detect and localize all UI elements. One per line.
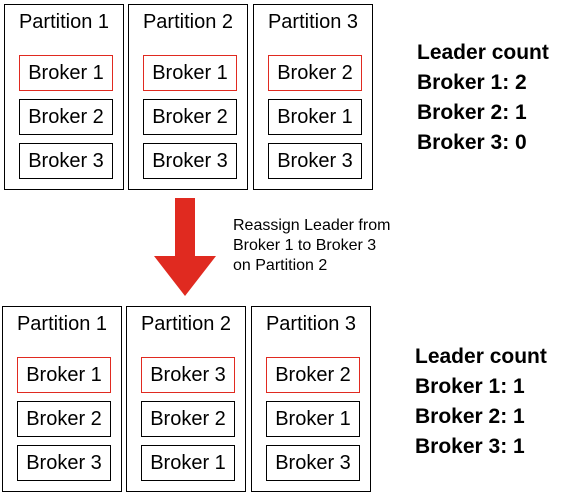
before-partition-2: Partition 2 Broker 1 Broker 2 Broker 3 [128, 4, 248, 190]
broker-box-leader: Broker 1 [19, 55, 113, 91]
partition-title: Partition 3 [265, 313, 357, 335]
broker-box: Broker 1 [266, 401, 360, 437]
broker-box-leader: Broker 2 [266, 357, 360, 393]
leader-count-line: Broker 1: 1 [415, 375, 525, 398]
after-partition-2: Partition 2 Broker 3 Broker 2 Broker 1 [126, 306, 246, 492]
broker-box-leader: Broker 2 [268, 55, 362, 91]
partition-title: Partition 3 [267, 11, 359, 33]
broker-box-leader: Broker 3 [141, 357, 235, 393]
leader-count-title: Leader count [417, 41, 549, 64]
down-arrow-shape [154, 198, 216, 296]
leader-count-line: Broker 3: 1 [415, 435, 525, 458]
partition-title: Partition 1 [16, 313, 108, 335]
leader-count-line: Broker 1: 2 [417, 71, 527, 94]
partition-title: Partition 1 [18, 11, 110, 33]
before-partition-1: Partition 1 Broker 1 Broker 2 Broker 3 [4, 4, 124, 190]
after-leader-count: Leader count Broker 1: 1 Broker 2: 1 Bro… [415, 342, 547, 462]
leader-count-line: Broker 3: 0 [417, 131, 527, 154]
leader-count-line: Broker 2: 1 [415, 405, 525, 428]
broker-box-leader: Broker 1 [143, 55, 237, 91]
broker-box: Broker 3 [266, 445, 360, 481]
broker-box: Broker 3 [268, 143, 362, 179]
reassign-note-line: Reassign Leader from [233, 217, 391, 234]
broker-box: Broker 2 [19, 99, 113, 135]
leader-count-title: Leader count [415, 345, 547, 368]
broker-box: Broker 1 [141, 445, 235, 481]
broker-box: Broker 3 [17, 445, 111, 481]
broker-box: Broker 2 [143, 99, 237, 135]
broker-box: Broker 1 [268, 99, 362, 135]
after-partition-3: Partition 3 Broker 2 Broker 1 Broker 3 [251, 306, 371, 492]
leader-count-line: Broker 2: 1 [417, 101, 527, 124]
before-leader-count: Leader count Broker 1: 2 Broker 2: 1 Bro… [417, 38, 549, 158]
before-partition-3: Partition 3 Broker 2 Broker 1 Broker 3 [253, 4, 373, 190]
broker-box-leader: Broker 1 [17, 357, 111, 393]
broker-box: Broker 3 [143, 143, 237, 179]
broker-box: Broker 3 [19, 143, 113, 179]
partition-title: Partition 2 [140, 313, 232, 335]
reassign-note-line: Broker 1 to Broker 3 [233, 237, 377, 254]
broker-box: Broker 2 [141, 401, 235, 437]
after-partition-1: Partition 1 Broker 1 Broker 2 Broker 3 [2, 306, 122, 492]
reassign-note-line: on Partition 2 [233, 257, 328, 274]
reassign-note: Reassign Leader from Broker 1 to Broker … [233, 216, 390, 276]
down-arrow-icon [154, 198, 216, 296]
broker-box: Broker 2 [17, 401, 111, 437]
partition-title: Partition 2 [142, 11, 234, 33]
